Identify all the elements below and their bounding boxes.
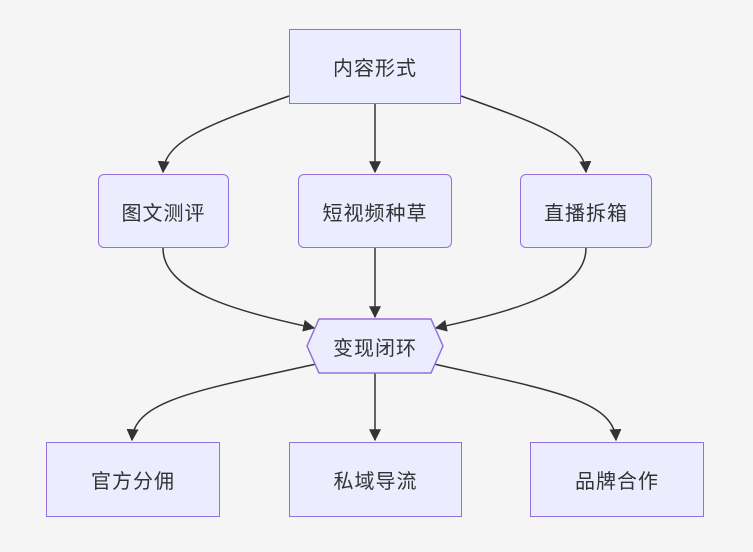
hexagon-shape	[306, 318, 444, 374]
edge-content-form-to-image-review	[157, 95, 290, 174]
node-monetize-loop-label: 变现闭环	[333, 335, 417, 360]
node-private-traffic: 私域导流	[289, 442, 462, 517]
edge-monetize-loop-to-brand-coop	[433, 363, 622, 442]
node-monetize-loop: 变现闭环	[306, 318, 444, 374]
node-content-form: 内容形式	[289, 29, 461, 104]
node-short-video: 短视频种草	[298, 174, 452, 248]
edge-live-unbox-to-monetize-loop	[434, 247, 587, 332]
edge-content-form-to-live-unbox	[460, 95, 592, 174]
node-official-commission: 官方分佣	[46, 442, 220, 517]
edge-monetize-loop-to-official-commission	[126, 363, 317, 442]
node-live-unbox: 直播拆箱	[520, 174, 652, 248]
edge-image-review-to-monetize-loop	[162, 247, 316, 332]
node-brand-coop: 品牌合作	[530, 442, 704, 517]
node-image-review: 图文测评	[98, 174, 229, 248]
